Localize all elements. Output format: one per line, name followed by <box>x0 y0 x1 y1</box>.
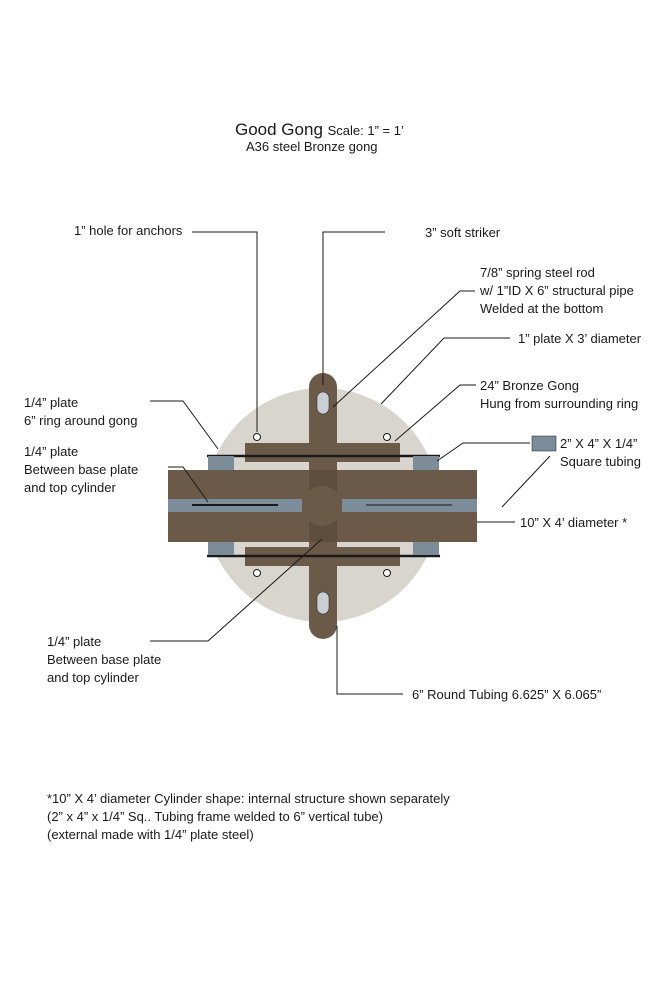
leader-anchor-hole <box>192 231 258 432</box>
label-square-tubing-2: Square tubing <box>560 454 641 469</box>
anchor-hole-1 <box>253 433 261 441</box>
footnote-line-1: *10” X 4’ diameter Cylinder shape: inter… <box>47 791 450 806</box>
striker-slot-inner-bottom <box>316 591 330 615</box>
diagram-title: Good Gong Scale: 1” = 1’ <box>235 120 404 140</box>
title-main: Good Gong <box>235 120 323 139</box>
label-bronze-gong-1: 24” Bronze Gong <box>480 378 580 393</box>
leader-base-plate <box>380 337 510 405</box>
label-ring-plate-1: 1/4” plate <box>24 395 79 410</box>
square-tubing-top-right <box>413 456 439 470</box>
anchor-hole-3 <box>253 569 261 577</box>
leader-plate-between-upper <box>168 466 209 503</box>
anchor-hole-2 <box>383 433 391 441</box>
anchor-hole-4 <box>383 569 391 577</box>
title-scale: Scale: 1” = 1’ <box>327 123 404 138</box>
label-plate-between-lower-2: Between base plate <box>47 652 162 667</box>
label-ring-plate-2: 6” ring around gong <box>24 413 138 428</box>
leader-ring-plate <box>150 400 219 450</box>
leader-bronze-gong <box>394 384 476 442</box>
leader-spring-rod <box>332 290 475 408</box>
label-plate-between-upper-3: and top cylinder <box>24 480 116 495</box>
label-anchor-hole: 1” hole for anchors <box>74 223 183 238</box>
footnote-line-2: (2” x 4” x 1/4” Sq.. Tubing frame welded… <box>47 809 383 824</box>
square-tubing-bottom-right <box>413 541 439 555</box>
leader-square-tubing-2 <box>501 455 551 508</box>
diagram-subtitle: A36 steel Bronze gong <box>246 139 378 154</box>
label-spring-rod-2: w/ 1”ID X 6” structural pipe <box>480 283 634 298</box>
label-plate-between-upper-1: 1/4” plate <box>24 444 79 459</box>
square-tubing-top-left <box>208 456 234 470</box>
label-base-plate: 1” plate X 3’ diameter <box>518 331 642 346</box>
label-plate-between-upper-2: Between base plate <box>24 462 139 477</box>
footnote-line-3: (external made with 1/4” plate steel) <box>47 827 254 842</box>
square-tubing-bottom-left <box>208 541 234 555</box>
center-round-tube <box>302 486 342 526</box>
label-square-tubing-1: 2” X 4” X 1/4” <box>560 436 638 451</box>
footnote: *10” X 4’ diameter Cylinder shape: inter… <box>47 790 450 844</box>
leader-plate-between-lower <box>150 538 323 642</box>
square-tubing-swatch <box>531 435 557 452</box>
upper-bronze-bar <box>245 443 400 462</box>
label-round-tubing: 6” Round Tubing 6.625” X 6.065” <box>412 687 602 702</box>
striker-slot-inner-top <box>316 391 330 415</box>
label-soft-striker: 3” soft striker <box>425 225 501 240</box>
label-spring-rod-3: Welded at the bottom <box>480 301 604 316</box>
leader-round-tubing <box>336 626 403 695</box>
leader-square-tubing <box>436 442 530 462</box>
leader-soft-striker <box>322 231 385 385</box>
label-plate-between-lower-1: 1/4” plate <box>47 634 102 649</box>
label-plate-between-lower-3: and top cylinder <box>47 670 139 685</box>
label-spring-rod-1: 7/8” spring steel rod <box>480 265 595 280</box>
label-cylinder: 10” X 4’ diameter * <box>520 515 628 530</box>
label-bronze-gong-2: Hung from surrounding ring <box>480 396 639 411</box>
